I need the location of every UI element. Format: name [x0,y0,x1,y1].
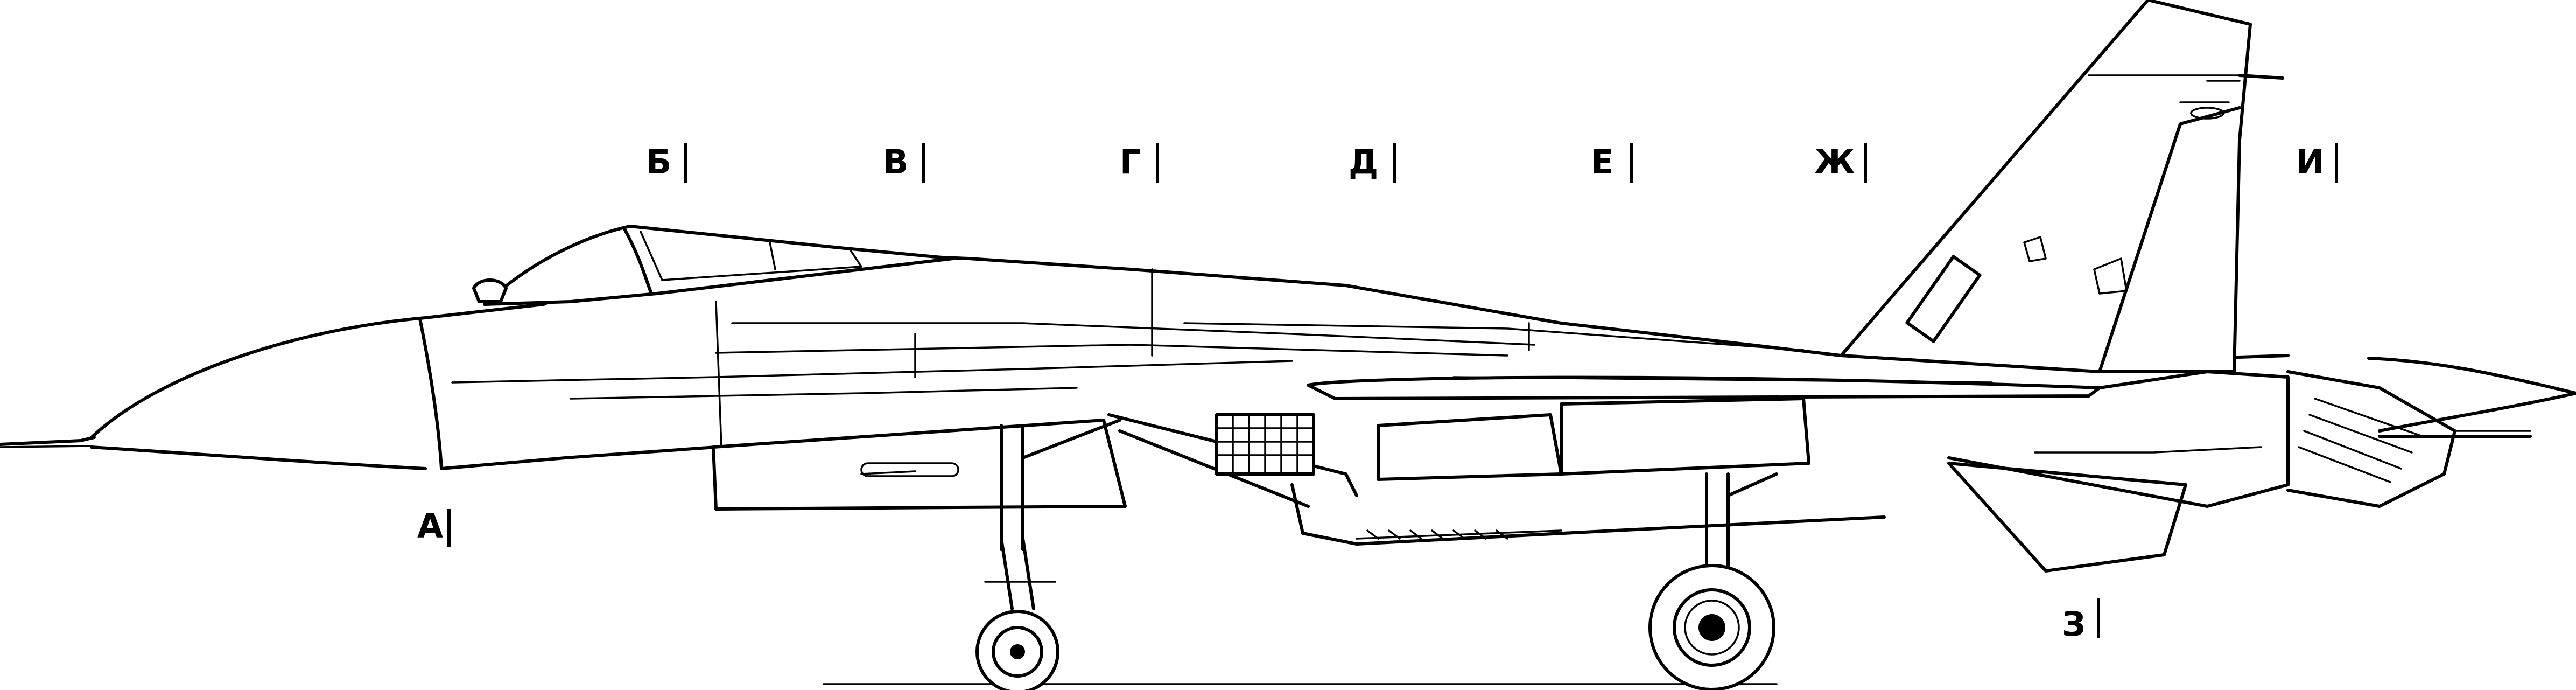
nose-landing-gear [975,419,1121,690]
section-label-i: И [2296,142,2324,182]
section-label-a: А [417,506,443,546]
intake-louvers [1215,413,1315,476]
stabilizer [1947,370,2532,573]
air-intake [712,375,2101,546]
canopy [472,225,954,306]
section-label-z: З [2062,604,2086,644]
section-label-e: Е [1591,142,1613,182]
section-label-b: Б [646,142,671,182]
section-label-v: В [883,142,908,182]
section-markers: А Б В Г Д Е Ж З И [417,142,2338,644]
section-label-d: Д [1349,142,1378,182]
section-label-g: Г [1120,142,1141,182]
vertical-fin [1840,0,2284,373]
main-landing-gear [1648,472,1778,690]
section-label-zh: Ж [1814,142,1855,182]
